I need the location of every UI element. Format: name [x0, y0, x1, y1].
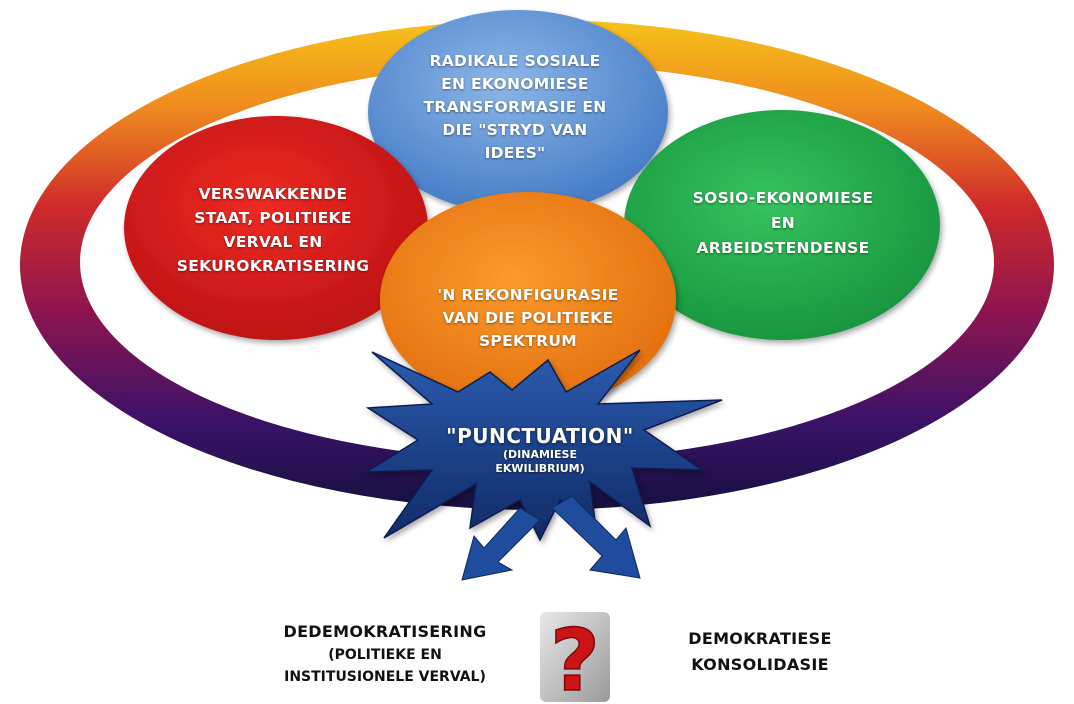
- outcome-dedemocratisation-title: DEDEMOKRATISERING: [283, 622, 487, 641]
- circle-left-label: VERSWAKKENDE STAAT, POLITIEKE VERVAL EN …: [176, 185, 370, 275]
- punctuation-burst: [363, 349, 723, 542]
- arrow-right-down: [551, 495, 641, 579]
- question-mark: ?: [550, 611, 600, 704]
- circle-center-label: 'N REKONFIGURASIE VAN DIE POLITIEKE SPEK…: [437, 285, 619, 350]
- circle-center-orange: [380, 192, 676, 408]
- punctuation-title: "PUNCTUATION": [446, 424, 634, 448]
- outcome-democratic-consolidation: DEMOKRATIESE KONSOLIDASIE: [688, 629, 832, 674]
- outcome-dedemocratisation-subtitle: (POLITIEKE EN INSTITUSIONELE VERVAL): [284, 647, 486, 685]
- circle-right-label: SOSIO-EKONOMIESE EN ARBEIDSTENDENSE: [692, 188, 874, 257]
- circle-right-green: [624, 110, 940, 340]
- question-box: [540, 612, 610, 702]
- punctuation-subtitle: (DINAMIESE EKWILIBRIUM): [495, 448, 585, 475]
- circle-top-blue: [368, 10, 668, 214]
- arrow-left-down: [461, 507, 541, 581]
- circle-top-label: RADIKALE SOSIALE EN EKONOMIESE TRANSFORM…: [423, 51, 607, 162]
- circle-left-red: [124, 116, 428, 340]
